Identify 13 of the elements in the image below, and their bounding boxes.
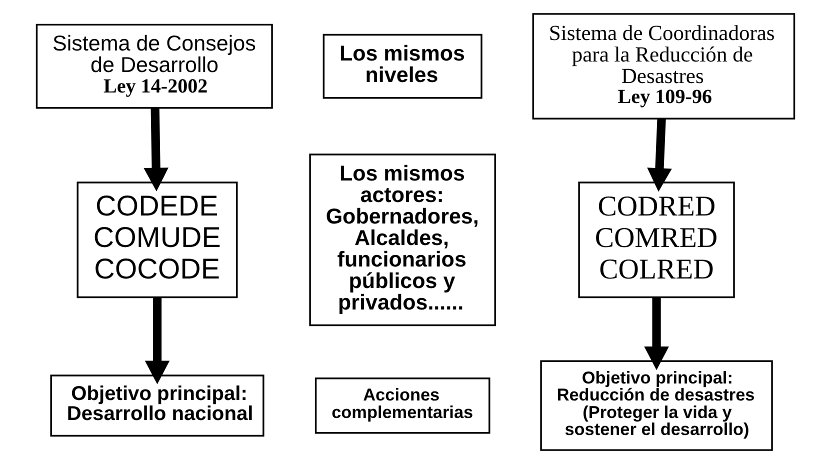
arrow [143, 108, 168, 192]
arrow [644, 297, 668, 370]
node-box: Los mismos niveles [322, 34, 482, 99]
node-box: Objetivo principal: Reducción de desastres (Proteger la vida y sostener el desarrollo) [540, 360, 772, 451]
node-box: Acciones complementarias [314, 377, 490, 434]
node-box: Sistema de Consejos de Desarrollo Ley 14-2002 [35, 24, 272, 109]
node-box: Sistema de Coordinadoras para la Reducción de Desastres Ley 109-96 [532, 13, 795, 120]
node-box: CODEDE COMUDE COCODE [76, 182, 238, 298]
node-box: CODRED COMRED COLRED [578, 182, 734, 298]
arrow [646, 118, 672, 192]
node-box: Los mismos actores: Gobernadores, Alcaldes, funcionarios públicos y privados...... [308, 154, 496, 326]
node-box: Objetivo principal: Desarrollo nacional [50, 374, 264, 437]
arrow [144, 297, 170, 384]
